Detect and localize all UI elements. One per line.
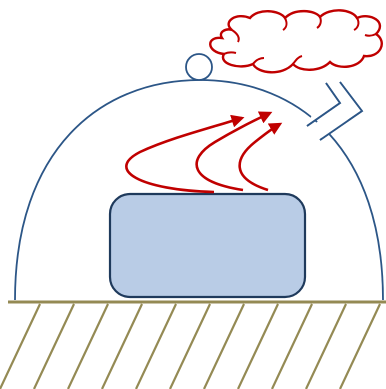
hatch-line <box>272 304 312 389</box>
heat-arrows <box>126 113 280 192</box>
hatch-line <box>238 304 278 389</box>
hatch-line <box>68 304 108 389</box>
hatch-line <box>0 304 40 389</box>
hatch-line <box>340 304 380 389</box>
ground-hatching <box>0 304 380 389</box>
steam-cloud <box>210 10 382 72</box>
heated-block <box>110 194 305 297</box>
hatch-line <box>34 304 74 389</box>
hatch-line <box>306 304 346 389</box>
hatch-line <box>204 304 244 389</box>
heat-arrow-left <box>126 118 242 192</box>
hatch-line <box>170 304 210 389</box>
hatch-line <box>102 304 142 389</box>
knob <box>186 54 212 80</box>
hatch-line <box>136 304 176 389</box>
heat-arrow-right <box>240 124 280 190</box>
heat-arrow-middle <box>197 113 270 190</box>
